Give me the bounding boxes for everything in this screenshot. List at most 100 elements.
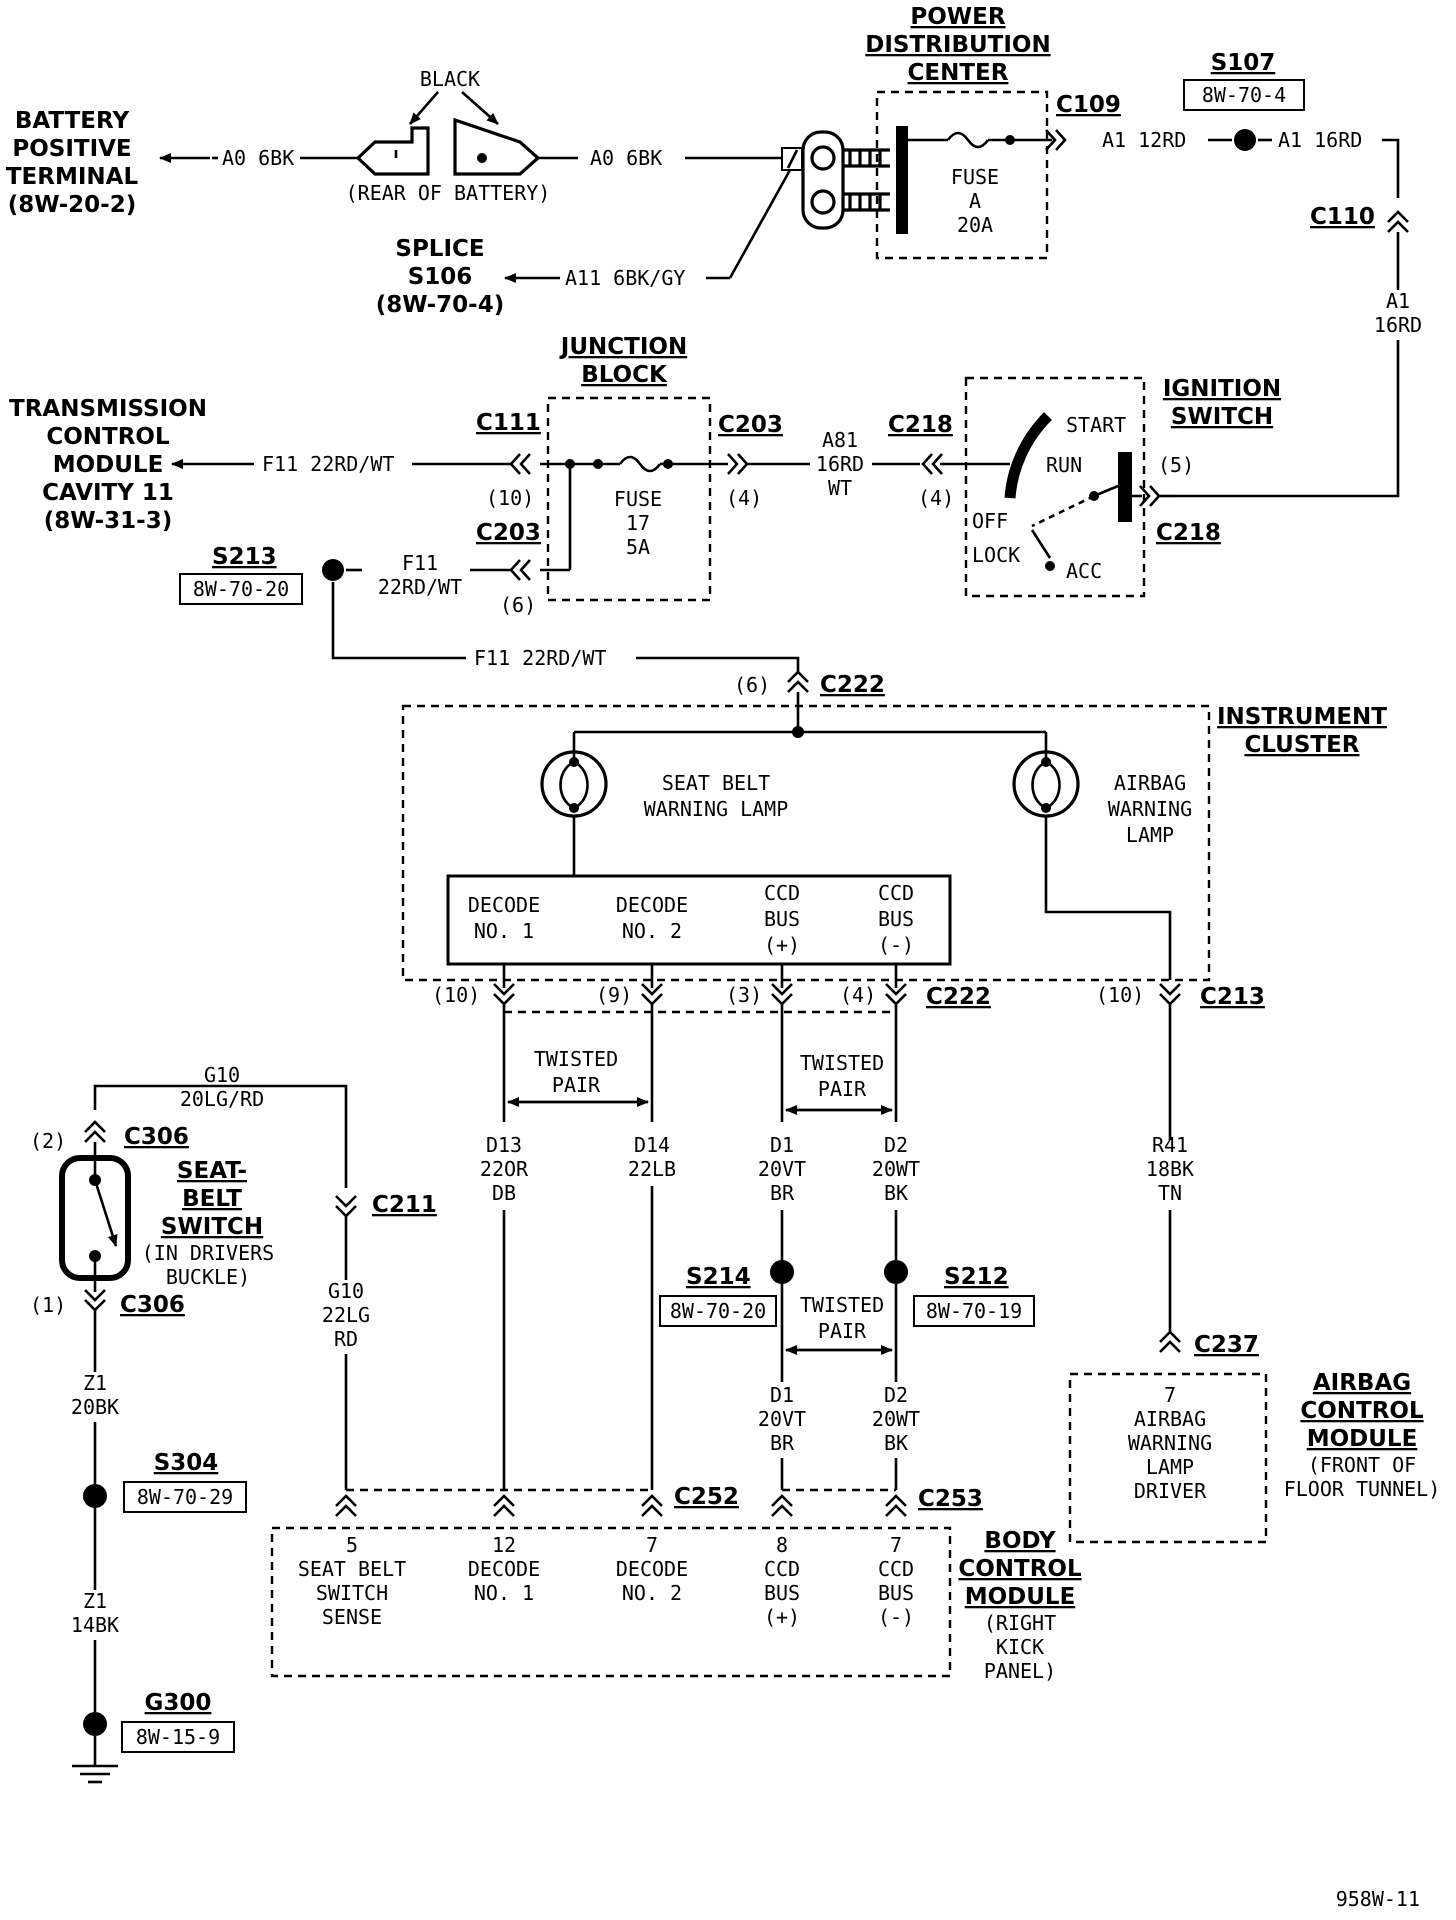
svg-text:RUN: RUN xyxy=(1046,453,1082,477)
c109-pins xyxy=(1045,129,1067,151)
svg-text:CCD: CCD xyxy=(764,1557,800,1581)
svg-text:DB: DB xyxy=(492,1181,516,1205)
c252-c253-pins xyxy=(335,1488,907,1517)
splice-s213-dot xyxy=(322,559,344,581)
wire-g10-bottom: G10 22LG RD xyxy=(322,1279,370,1351)
splice-s212: S212 xyxy=(944,1264,1009,1290)
svg-text:TN: TN xyxy=(1158,1181,1182,1205)
svg-text:12: 12 xyxy=(492,1533,516,1557)
svg-text:(10): (10) xyxy=(432,983,480,1007)
connector-c252: C252 xyxy=(674,1484,739,1510)
svg-text:(8W-20-2): (8W-20-2) xyxy=(8,192,136,218)
twisted-pair-decode: TWISTED PAIR xyxy=(507,1047,649,1107)
wire-f11-bottom: F11 22RD/WT xyxy=(474,646,606,670)
airbag-control-module: 7 AIRBAG WARNING LAMP DRIVER AIRBAG CONT… xyxy=(1068,1370,1440,1544)
svg-text:20WT: 20WT xyxy=(872,1407,920,1431)
svg-text:DECODE: DECODE xyxy=(616,893,688,917)
svg-text:FUSE: FUSE xyxy=(951,165,999,189)
body-control-module: 5 SEAT BELT SWITCH SENSE 12 DECODE NO. 1… xyxy=(270,1526,1082,1683)
wire-a1-vert: A1 xyxy=(1386,289,1410,313)
svg-text:D13: D13 xyxy=(486,1133,522,1157)
ground-g300: G300 xyxy=(145,1690,212,1716)
svg-text:20WT: 20WT xyxy=(872,1157,920,1181)
svg-text:14BK: 14BK xyxy=(71,1613,119,1637)
svg-text:(6): (6) xyxy=(500,593,536,617)
svg-text:CLUSTER: CLUSTER xyxy=(1244,732,1359,758)
wire-d14: D14 22LB xyxy=(628,1133,676,1181)
g300-ref: 8W-15-9 xyxy=(136,1725,220,1749)
svg-text:MODULE: MODULE xyxy=(965,1584,1076,1610)
wire-d1-lower: D1 20VT BR xyxy=(758,1383,806,1455)
svg-text:BUS: BUS xyxy=(764,1581,800,1605)
svg-text:NO. 1: NO. 1 xyxy=(474,1581,534,1605)
svg-text:BUS: BUS xyxy=(878,907,914,931)
svg-text:CCD: CCD xyxy=(764,881,800,905)
svg-text:22LB: 22LB xyxy=(628,1157,676,1181)
svg-text:(2): (2) xyxy=(30,1129,66,1153)
svg-text:20VT: 20VT xyxy=(758,1407,806,1431)
svg-text:(8W-31-3): (8W-31-3) xyxy=(44,508,172,534)
c213-pins xyxy=(1159,983,1181,1006)
svg-text:MODULE: MODULE xyxy=(53,452,164,478)
svg-text:TERMINAL: TERMINAL xyxy=(6,164,139,190)
svg-text:(9): (9) xyxy=(596,983,632,1007)
svg-text:FUSE: FUSE xyxy=(614,487,662,511)
connector-c111: C111 xyxy=(476,410,541,436)
svg-text:ACC: ACC xyxy=(1066,559,1102,583)
svg-text:D1: D1 xyxy=(770,1133,794,1157)
svg-text:18BK: 18BK xyxy=(1146,1157,1194,1181)
c306-bottom-pins xyxy=(84,1289,106,1312)
svg-text:(10): (10) xyxy=(1096,983,1144,1007)
ground-g300-dot xyxy=(83,1712,107,1736)
instrument-cluster: INSTRUMENT CLUSTER xyxy=(401,704,1387,982)
svg-text:BLOCK: BLOCK xyxy=(581,362,668,388)
svg-text:KICK: KICK xyxy=(996,1635,1044,1659)
splice-s304-dot xyxy=(83,1484,107,1508)
svg-text:PANEL): PANEL) xyxy=(984,1659,1056,1683)
svg-text:DRIVER: DRIVER xyxy=(1134,1479,1207,1503)
svg-text:BUCKLE): BUCKLE) xyxy=(166,1265,250,1289)
battery-terminal-label: BATTERY POSITIVE TERMINAL (8W-20-2) xyxy=(6,108,139,218)
svg-text:SWITCH: SWITCH xyxy=(316,1581,388,1605)
svg-text:(IN DRIVERS: (IN DRIVERS xyxy=(142,1241,274,1265)
wire-a1-16rd: A1 16RD xyxy=(1278,128,1362,152)
svg-text:SPLICE: SPLICE xyxy=(395,236,484,262)
svg-text:BATTERY: BATTERY xyxy=(15,108,130,134)
c203-top-pins xyxy=(727,453,749,475)
splice-s107: S107 xyxy=(1211,50,1276,76)
svg-text:AIRBAG: AIRBAG xyxy=(1313,1370,1411,1396)
svg-text:20VT: 20VT xyxy=(758,1157,806,1181)
svg-text:SEAT BELT: SEAT BELT xyxy=(662,771,770,795)
svg-text:R41: R41 xyxy=(1152,1133,1188,1157)
svg-text:START: START xyxy=(1066,413,1126,437)
svg-text:(FRONT OF: (FRONT OF xyxy=(1308,1453,1416,1477)
wire-d2-lower: D2 20WT BK xyxy=(872,1383,920,1455)
svg-text:7: 7 xyxy=(890,1533,902,1557)
svg-text:SWITCH: SWITCH xyxy=(161,1214,263,1240)
wire-f11-mid: F11 xyxy=(402,551,438,575)
svg-text:BUS: BUS xyxy=(764,907,800,931)
svg-text:TWISTED: TWISTED xyxy=(800,1051,884,1075)
svg-text:AIRBAG: AIRBAG xyxy=(1114,771,1186,795)
svg-text:CONTROL: CONTROL xyxy=(1300,1398,1424,1424)
terminal-stud xyxy=(728,130,890,279)
splice-s106-label: SPLICE S106 (8W-70-4) xyxy=(376,236,504,318)
c111-pins xyxy=(509,453,531,475)
svg-text:(-): (-) xyxy=(878,1605,914,1629)
svg-text:CCD: CCD xyxy=(878,1557,914,1581)
splice-s214: S214 xyxy=(686,1264,751,1290)
power-distribution-center: POWER DISTRIBUTION CENTER FUSE A 20A xyxy=(865,4,1052,260)
svg-text:CAVITY 11: CAVITY 11 xyxy=(42,480,174,506)
svg-text:BR: BR xyxy=(770,1431,795,1455)
wire-r41: R41 18BK TN xyxy=(1146,1133,1194,1205)
twisted-pair-ccd-lower: TWISTED PAIR xyxy=(785,1293,893,1355)
wire-a81: A81 xyxy=(822,428,858,452)
splice-s213: S213 xyxy=(212,544,277,570)
svg-text:20BK: 20BK xyxy=(71,1395,119,1419)
s107-ref: 8W-70-4 xyxy=(1202,83,1286,107)
junction-block: JUNCTION BLOCK FUSE 17 5A xyxy=(540,334,728,602)
svg-text:5: 5 xyxy=(346,1533,358,1557)
c203-bottom-pins xyxy=(509,559,531,581)
splice-s214-dot xyxy=(770,1260,794,1284)
